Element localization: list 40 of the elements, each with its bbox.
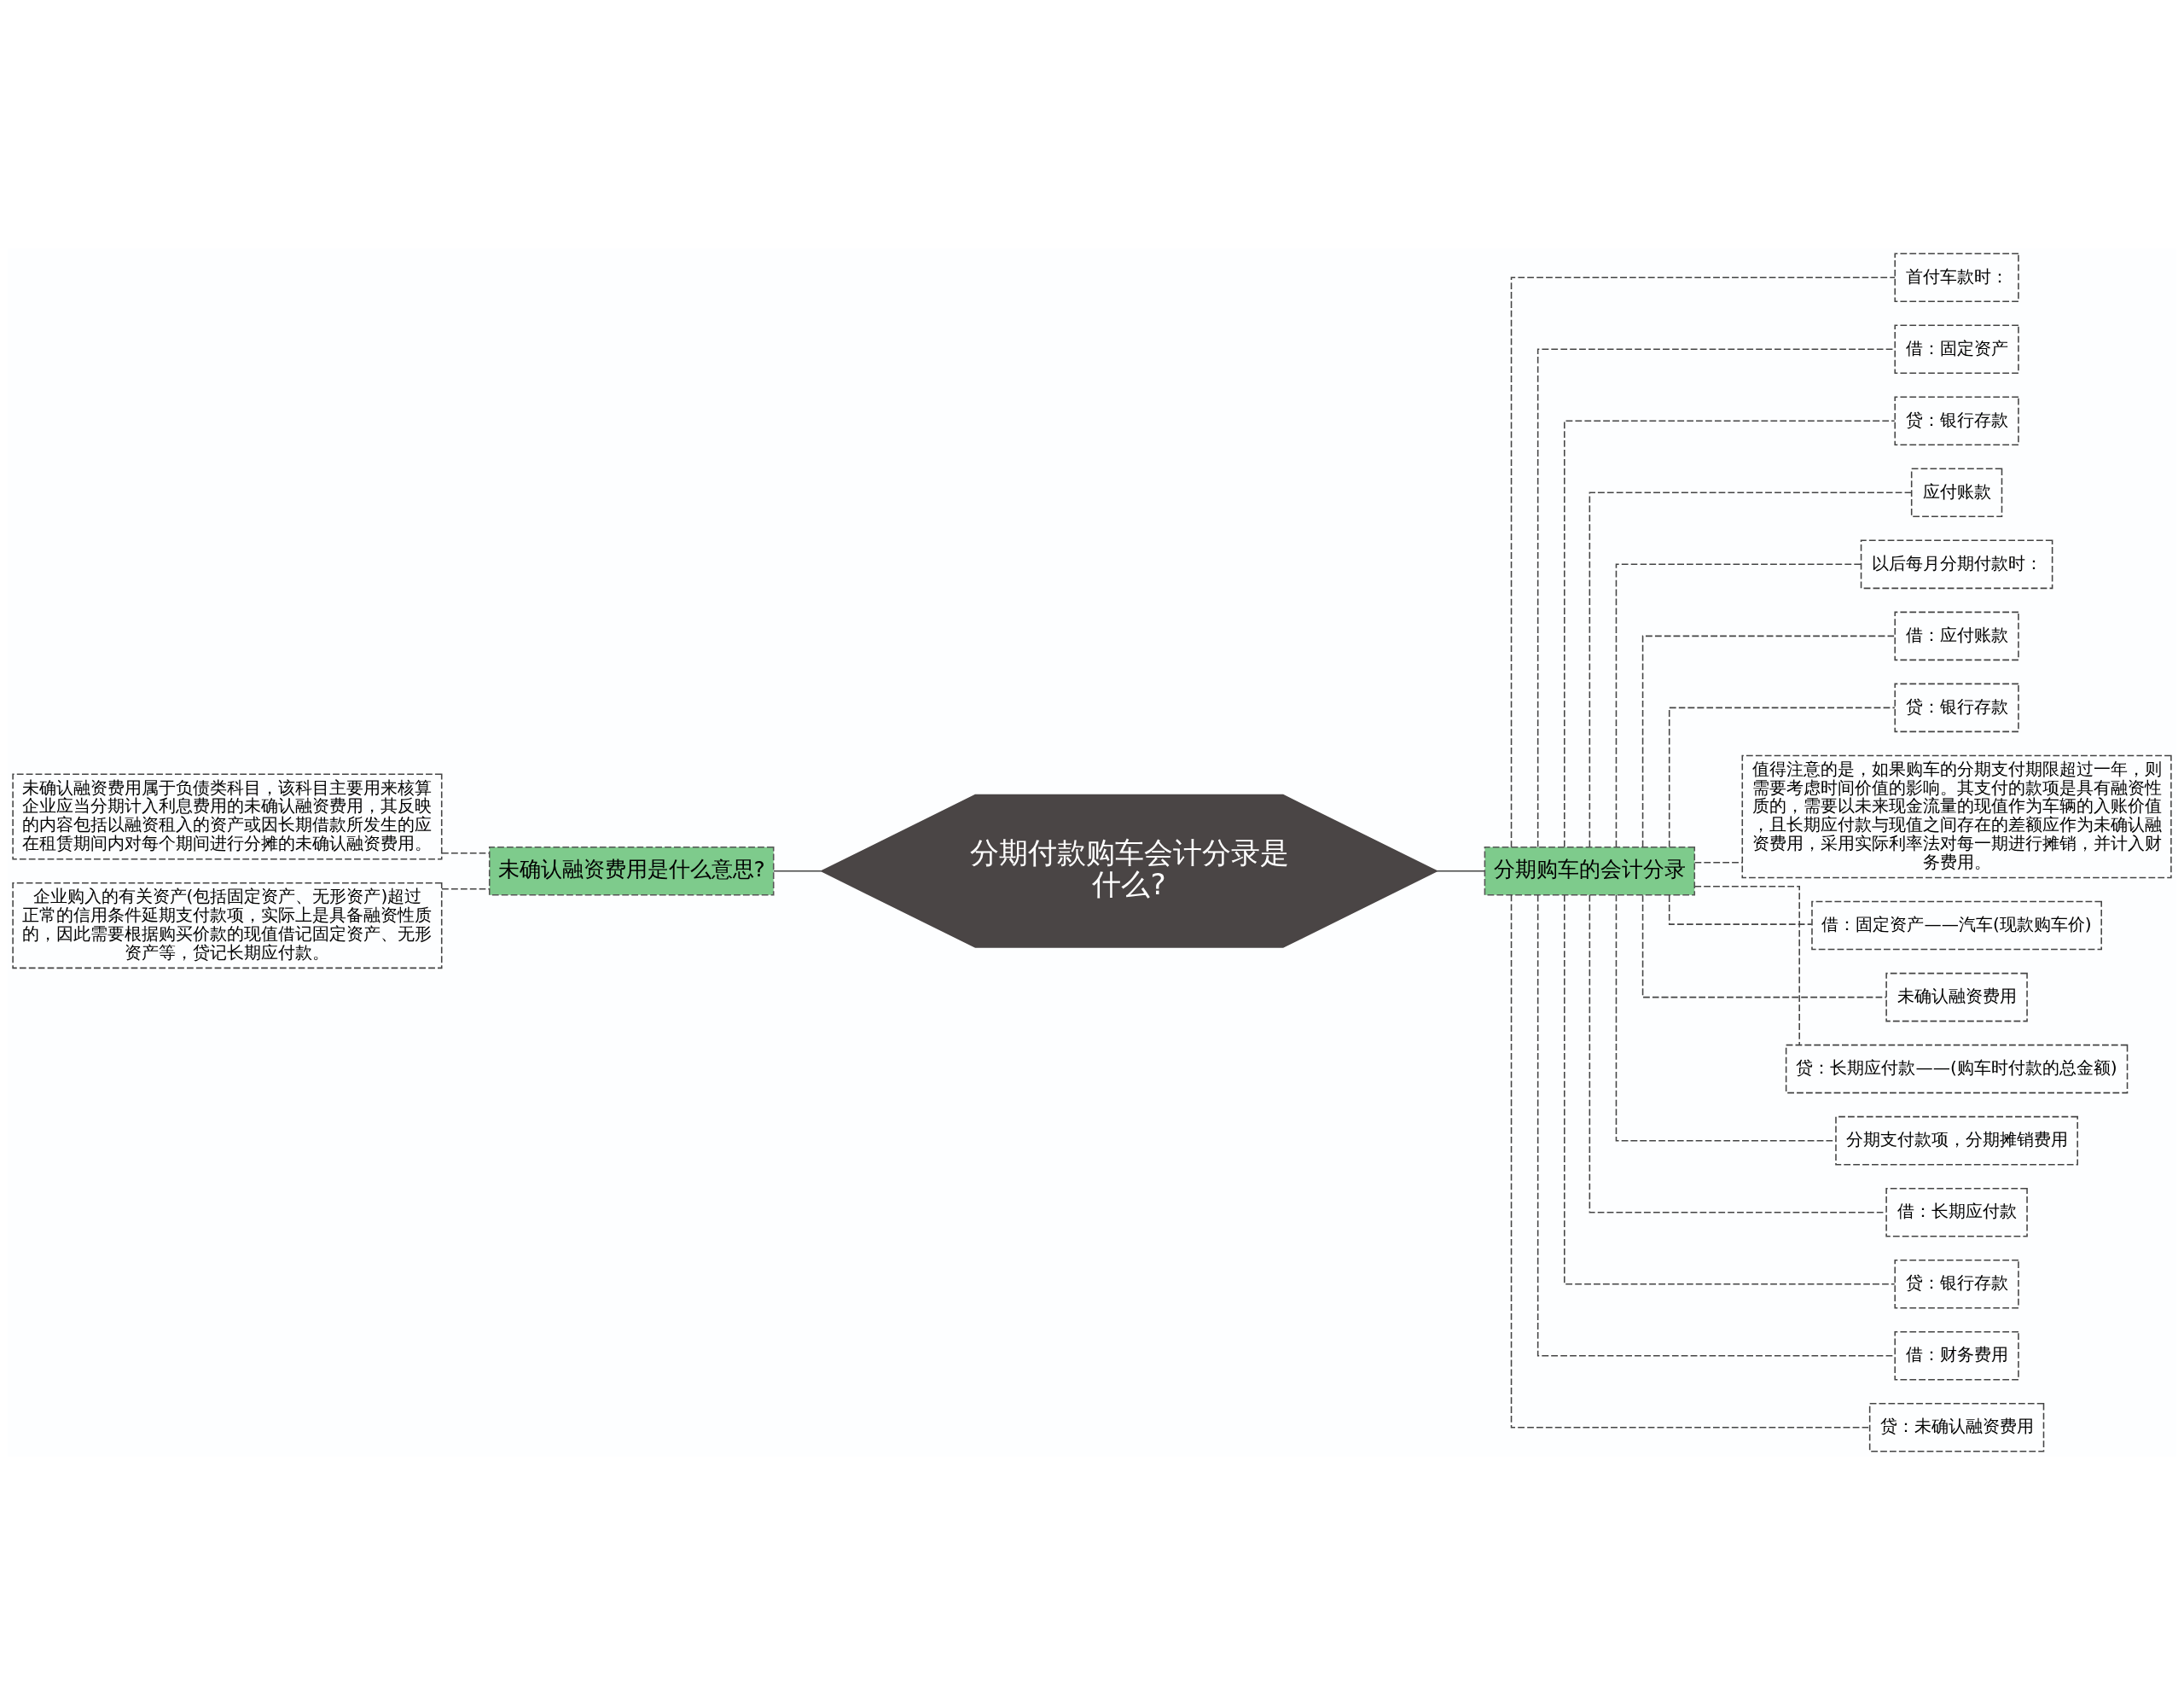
node-box: 贷：长期应付款——(购车时付款的总金额): [1785, 1044, 2129, 1094]
node-box: 贷：银行存款: [1894, 1259, 2019, 1309]
node-box: 以后每月分期付款时：: [1860, 539, 2053, 590]
connector: [441, 852, 491, 854]
node-box: 未确认融资费用属于负债类科目，该科目主要用来核算企业应当分期计入利息费用的未确认融资费用，其反映的内容包括以融资租入的资产或因长期借款所发生的应在租赁期间内对每个期间进行分摊的未确认融资费用。: [12, 773, 443, 860]
connector: [1693, 861, 1743, 864]
connector: [1641, 635, 1896, 848]
connector: [1693, 885, 1800, 1045]
node-box: 借：固定资产——汽车(现款购车价): [1811, 900, 2102, 951]
node-box: 贷：银行存款: [1894, 396, 2019, 446]
connector: [1615, 894, 1837, 1142]
node-box: 贷：银行存款: [1894, 683, 2019, 733]
node-box: 未确认融资费用是什么意思?: [488, 847, 775, 896]
connector: [1564, 894, 1896, 1285]
node-box: 企业购入的有关资产(包括固定资产、无形资产)超过正常的信用条件延期支付款项，实际上是具备融资性质的，因此需要根据购买价款的现值借记固定资产、无形资产等，贷记长期应付款。: [12, 882, 443, 969]
node-box: 分期购车的会计分录: [1484, 847, 1696, 896]
connector: [1536, 348, 1896, 848]
connector: [1589, 894, 1887, 1213]
connector: [1641, 894, 1887, 998]
connector: [1536, 894, 1896, 1357]
connector: [1564, 420, 1896, 848]
node-box: 应付账款: [1910, 468, 2003, 518]
node-box: 未确认融资费用: [1885, 972, 2028, 1022]
connector: [1510, 894, 1870, 1429]
node-box: 借：应付账款: [1894, 611, 2019, 661]
connector: [1589, 492, 1913, 848]
node-box: 借：长期应付款: [1885, 1187, 2028, 1237]
connector: [1615, 563, 1862, 848]
connector: [1436, 870, 1485, 872]
connector: [1668, 707, 1896, 848]
connector: [441, 888, 491, 890]
node-box: 首付车款时：: [1894, 253, 2019, 302]
node-box: 分期支付款项，分期摊销费用: [1835, 1115, 2078, 1166]
connector: [1510, 276, 1896, 848]
connector: [1668, 894, 1813, 925]
node-box: 借：固定资产: [1894, 324, 2019, 375]
node-box: 值得注意的是，如果购车的分期支付期限超过一年，则需要考虑时间价值的影响。其支付的款项是具有融资性质的，需要以未来现金流量的现值作为车辆的入账价值，且长期应付款与现值之间存在的差额应作为未确认融资费用，采用实际利率法对每一期进行摊销，并计入财务费用。: [1741, 754, 2172, 879]
node-box: 贷：未确认融资费用: [1868, 1403, 2045, 1452]
connector: [773, 870, 822, 872]
node-box: 借：财务费用: [1894, 1330, 2019, 1381]
